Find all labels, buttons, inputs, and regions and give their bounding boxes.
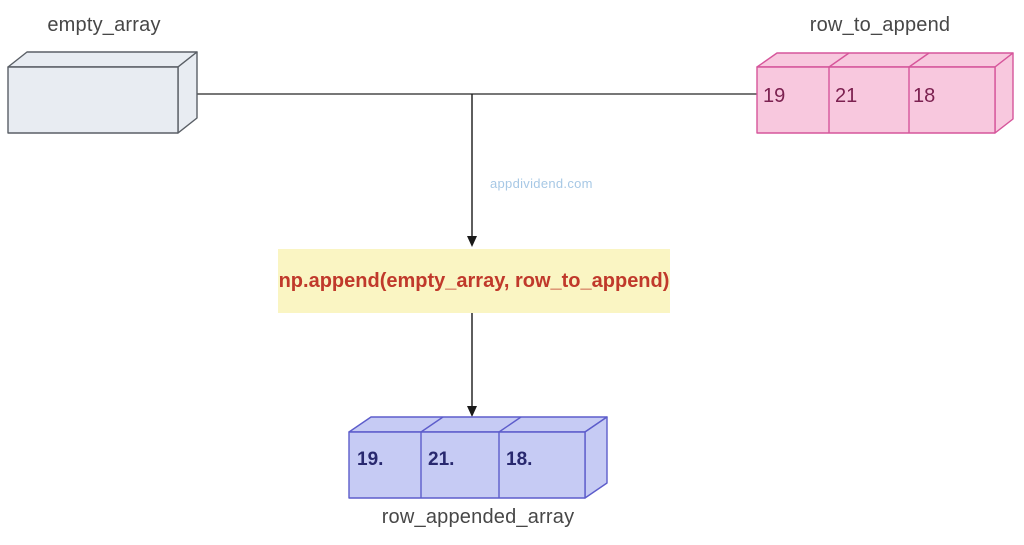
row-appended-array-cell-value: 18. [506, 449, 533, 470]
row-to-append-cell-value: 18 [913, 85, 936, 107]
row-appended-array-cell-value: 19. [357, 449, 384, 470]
row-appended-array-box [348, 416, 608, 499]
row-appended-array-label: row_appended_array [381, 506, 575, 528]
empty-array-box-front-face [7, 66, 179, 134]
watermark-text: appdividend.com [490, 176, 593, 191]
row-to-append-top-divider [828, 52, 850, 68]
row-to-append-cell-value: 21 [835, 85, 858, 107]
row-to-append-box-front-face [756, 66, 996, 134]
row-appended-array-top-divider [498, 416, 522, 433]
row-appended-array-box-top-face [348, 416, 608, 433]
row-to-append-cell-value: 19 [763, 85, 786, 107]
empty-array-label: empty_array [47, 14, 161, 36]
operation-box-background [278, 249, 670, 313]
row-appended-array-top-divider [420, 416, 444, 433]
row-to-append-top-divider [908, 52, 930, 68]
arrow-to-result-head [467, 406, 477, 417]
row-to-append-box [756, 52, 1014, 134]
empty-array-box [7, 51, 198, 134]
row-appended-array-cell-value: 21. [428, 449, 455, 470]
empty-array-box-top-face [7, 51, 198, 68]
arrow-to-operation-head [467, 236, 477, 247]
row-appended-array-box-side-face [584, 416, 608, 499]
row-to-append-box-top-face [756, 52, 1014, 68]
empty-array-box-side-face [177, 51, 198, 134]
operation-code-text: np.append(empty_array, row_to_append) [278, 269, 670, 292]
row-to-append-label: row_to_append [809, 14, 951, 36]
connector-lines [197, 93, 757, 417]
row-to-append-box-side-face [994, 52, 1014, 134]
row-appended-array-box-front-face [348, 431, 586, 499]
